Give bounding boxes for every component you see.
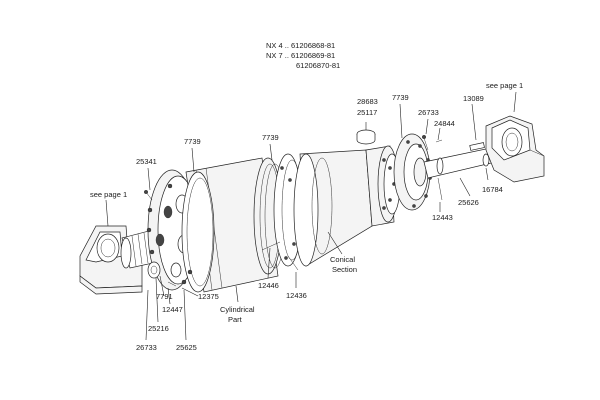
label-cylindrical: Cylindrical [220,305,255,314]
part-labels: 28683 25117 7739 26733 24844 13089 see p… [90,81,523,352]
label-25216: 25216 [148,324,169,333]
cylindrical-drum [181,153,303,293]
label-24844: 24844 [434,119,455,128]
label-part: Part [228,315,243,324]
header-line-3: 61206870-81 [296,61,340,70]
label-12436: 12436 [286,291,307,300]
label-12443: 12443 [432,213,453,222]
label-28683: 28683 [357,97,378,106]
label-7791: 7791 [156,292,173,301]
label-25626: 25626 [458,198,479,207]
label-7739-top: 7739 [392,93,409,102]
right-shaft [423,142,505,179]
label-25625: 25625 [176,343,197,352]
label-conical: Conical [330,255,355,264]
right-bearing-block [485,115,545,183]
label-26733-bottom: 26733 [136,343,157,352]
label-7739-mid: 7739 [262,133,279,142]
loose-parts [143,129,490,287]
header-line-nx7: NX 7 .. 61206869-81 [266,51,335,60]
label-26733-top: 26733 [418,108,439,117]
header-part-numbers: NX 4 .. 61206868-81 NX 7 .. 61206869-81 … [266,41,340,70]
header-line-nx4: NX 4 .. 61206868-81 [266,41,335,50]
label-12375: 12375 [198,292,219,301]
leader-lines [105,91,517,341]
right-flange [393,133,432,211]
label-12446: 12446 [258,281,279,290]
label-12447: 12447 [162,305,183,314]
label-13089: 13089 [463,94,484,103]
label-16784: 16784 [482,185,503,194]
label-7739-left: 7739 [184,137,201,146]
label-25117: 25117 [357,108,377,117]
label-25341: 25341 [136,157,157,166]
label-see-page-left: see page 1 [90,190,127,199]
label-see-page-right: see page 1 [486,81,523,90]
conical-section [293,145,401,267]
label-section: Section [332,265,357,274]
